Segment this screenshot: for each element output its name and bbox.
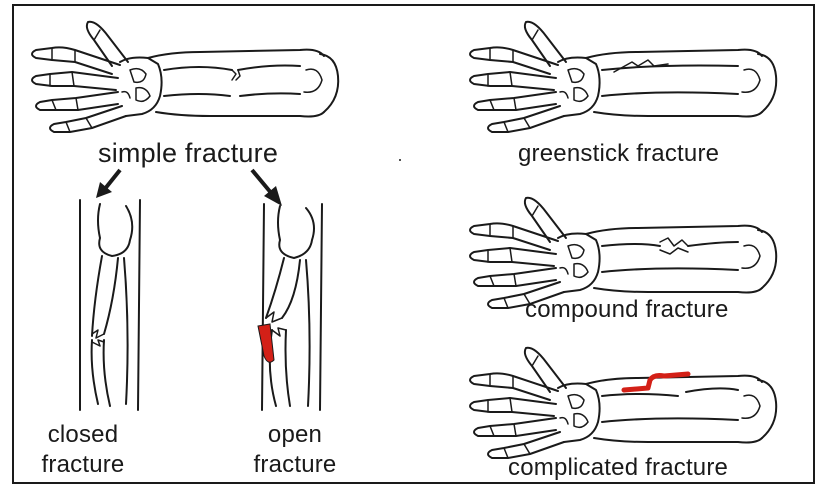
simple-fracture-label: simple fracture — [98, 138, 278, 169]
closed-fracture-label-line2: fracture — [28, 450, 138, 480]
open-fracture-label: open fracture — [240, 420, 350, 480]
complicated-fracture-label: complicated fracture — [508, 454, 728, 482]
closed-fracture-drawing — [80, 200, 140, 410]
closed-fracture-label-line1: closed — [28, 420, 138, 450]
compound-fracture-drawing — [470, 198, 776, 308]
compound-fracture-label: compound fracture — [525, 296, 729, 324]
open-fracture-label-line1: open — [240, 420, 350, 450]
simple-fracture-drawing — [32, 22, 338, 132]
arrow-to-open — [252, 170, 282, 206]
greenstick-fracture-label: greenstick fracture — [518, 140, 719, 168]
open-fracture-drawing — [258, 204, 322, 410]
greenstick-fracture-drawing — [470, 22, 776, 132]
open-fracture-label-line2: fracture — [240, 450, 350, 480]
arrow-to-closed — [96, 170, 120, 198]
closed-fracture-label: closed fracture — [28, 420, 138, 480]
complicated-fracture-drawing — [470, 348, 776, 458]
